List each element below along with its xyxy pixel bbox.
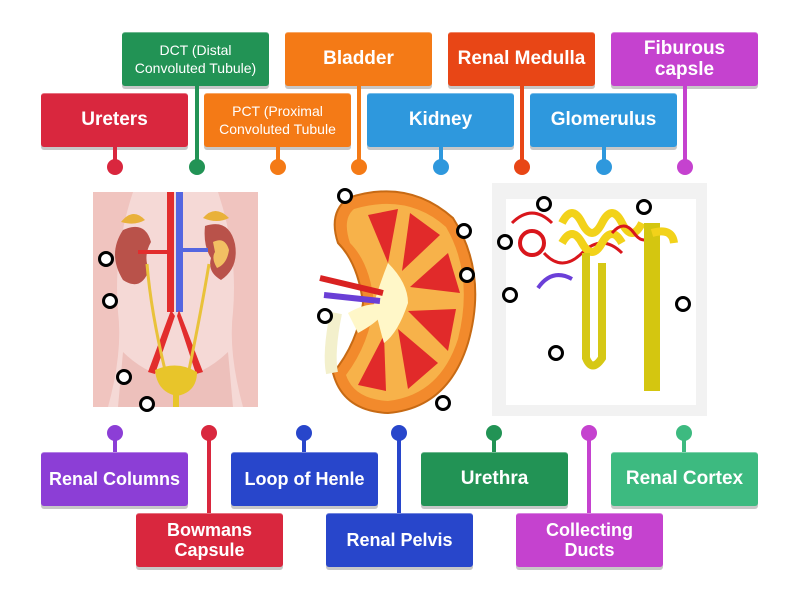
label-renal-cortex[interactable]: Renal Cortex: [611, 452, 758, 506]
stem-kidney: [439, 147, 443, 166]
marker-urinary-ureter[interactable]: [102, 293, 118, 309]
stem-collecting-ducts: [587, 433, 591, 513]
marker-nephron-bowmans[interactable]: [636, 199, 652, 215]
label-glomerulus[interactable]: Glomerulus: [530, 93, 677, 147]
pin-bladder: [351, 159, 367, 175]
label-urethra[interactable]: Urethra: [421, 452, 568, 506]
label-renal-pelvis[interactable]: Renal Pelvis: [326, 513, 473, 567]
pin-renal-columns: [107, 425, 123, 441]
label-pct[interactable]: PCT (Proximal Convoluted Tubule: [204, 93, 351, 147]
stem-fiburous-capsle: [683, 86, 687, 166]
stem-renal-medulla: [520, 86, 524, 166]
pin-fiburous-capsle: [677, 159, 693, 175]
marker-nephron-collecting[interactable]: [675, 296, 691, 312]
label-renal-columns[interactable]: Renal Columns: [41, 452, 188, 506]
stem-glomerulus: [602, 147, 606, 166]
label-loop-of-henle[interactable]: Loop of Henle: [231, 452, 378, 506]
pin-glomerulus: [596, 159, 612, 175]
marker-nephron-dct[interactable]: [497, 234, 513, 250]
label-kidney[interactable]: Kidney: [367, 93, 514, 147]
pin-collecting-ducts: [581, 425, 597, 441]
stem-pct: [276, 147, 280, 166]
stem-renal-cortex: [682, 433, 686, 453]
stem-renal-pelvis: [397, 433, 401, 513]
marker-kidney-pelvis[interactable]: [317, 308, 333, 324]
pin-dct: [189, 159, 205, 175]
nephron-image: [492, 183, 707, 416]
marker-kidney-capsule[interactable]: [337, 188, 353, 204]
marker-kidney-cortex[interactable]: [456, 223, 472, 239]
stem-urethra: [492, 433, 496, 453]
marker-urinary-urethra[interactable]: [139, 396, 155, 412]
stem-loop-of-henle: [302, 433, 306, 453]
stem-renal-columns: [113, 433, 117, 453]
pin-pct: [270, 159, 286, 175]
stem-dct: [195, 86, 199, 166]
marker-nephron-loop[interactable]: [548, 345, 564, 361]
pin-renal-medulla: [514, 159, 530, 175]
pin-ureters: [107, 159, 123, 175]
marker-nephron-glomerulus[interactable]: [536, 196, 552, 212]
label-renal-medulla[interactable]: Renal Medulla: [448, 32, 595, 86]
pin-urethra: [486, 425, 502, 441]
pin-bowmans-capsule: [201, 425, 217, 441]
label-bowmans-capsule[interactable]: Bowmans Capsule: [136, 513, 283, 567]
marker-kidney-column[interactable]: [435, 395, 451, 411]
marker-nephron-pct[interactable]: [502, 287, 518, 303]
pin-renal-pelvis: [391, 425, 407, 441]
stem-bowmans-capsule: [207, 433, 211, 513]
label-fiburous-capsle[interactable]: Fiburous capsle: [611, 32, 758, 86]
stem-ureters: [113, 147, 117, 166]
label-collecting-ducts[interactable]: Collecting Ducts: [516, 513, 663, 567]
label-dct[interactable]: DCT (Distal Convoluted Tubule): [122, 32, 269, 86]
pin-renal-cortex: [676, 425, 692, 441]
marker-urinary-bladder[interactable]: [116, 369, 132, 385]
marker-kidney-medulla[interactable]: [459, 267, 475, 283]
label-ureters[interactable]: Ureters: [41, 93, 188, 147]
label-bladder[interactable]: Bladder: [285, 32, 432, 86]
pin-loop-of-henle: [296, 425, 312, 441]
kidney-cross-section-image: [288, 183, 488, 418]
stem-bladder: [357, 86, 361, 166]
pin-kidney: [433, 159, 449, 175]
marker-urinary-kidney[interactable]: [98, 251, 114, 267]
